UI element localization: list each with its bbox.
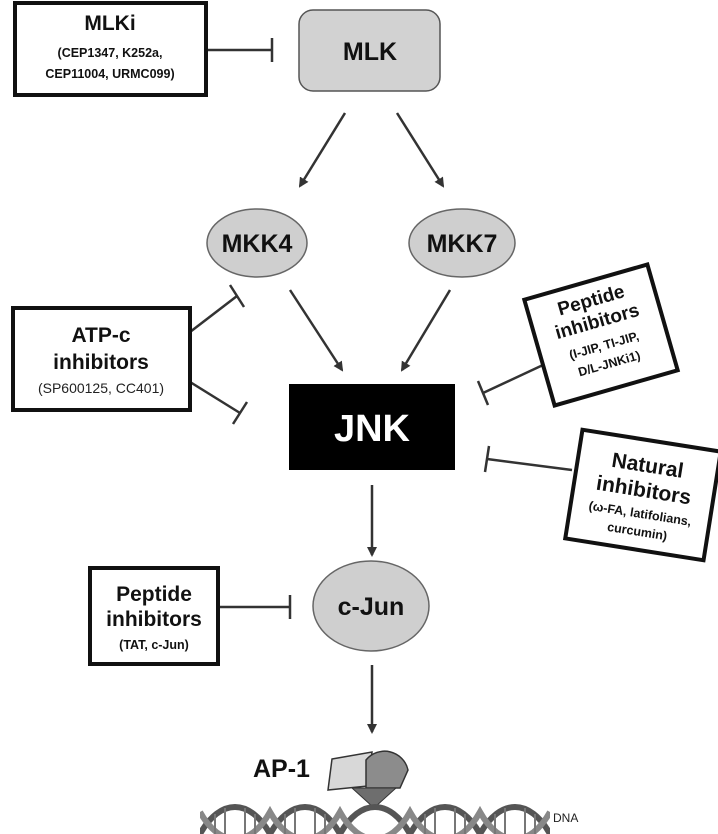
mlki-examples-line2: CEP11004, URMC099) xyxy=(45,67,174,81)
arrow-mkk7-to-jnk xyxy=(400,289,452,372)
inhibit-peptide-to-jnk xyxy=(476,363,544,406)
inhibit-peptide-to-cjun xyxy=(219,595,292,619)
mkk7-node: MKK7 xyxy=(408,208,516,278)
ap1-binding-site xyxy=(350,787,398,809)
mlki-examples-line1: (CEP1347, K252a, xyxy=(58,46,163,60)
atp-title-line2: inhibitors xyxy=(53,351,149,374)
mkk4-label: MKK4 xyxy=(222,230,293,258)
mlki-title: MLKi xyxy=(84,12,135,35)
cjun-label: c-Jun xyxy=(338,593,405,621)
peptide-cjun-title-line2: inhibitors xyxy=(106,608,202,631)
arrow-mlk-to-mkk4 xyxy=(298,112,347,188)
ap1-complex: AP-1 xyxy=(253,750,409,809)
mlki-box: MLKi (CEP1347, K252a, CEP11004, URMC099) xyxy=(13,1,208,97)
peptide-jnk-box: Peptide inhibitors (I-JIP, TI-JIP, D/L-J… xyxy=(521,262,681,408)
peptide-cjun-examples: (TAT, c-Jun) xyxy=(119,638,189,652)
ap1-label: AP-1 xyxy=(253,755,310,783)
atp-title-line1: ATP-c xyxy=(71,324,130,347)
cjun-node: c-Jun xyxy=(312,560,430,652)
peptide-cjun-box: Peptide inhibitors (TAT, c-Jun) xyxy=(88,566,220,666)
activation-arrows xyxy=(288,112,452,734)
mlk-node: MLK xyxy=(298,9,441,92)
inhibit-natural-to-jnk xyxy=(483,445,573,473)
jnk-label: JNK xyxy=(334,408,411,450)
inhibit-atp-to-jnk xyxy=(189,380,249,425)
peptide-cjun-title-line1: Peptide xyxy=(116,583,192,606)
natural-inhibitors-box: Natural inhibitors (ω-FA, latifolians, c… xyxy=(562,427,718,563)
arrow-mlk-to-mkk7 xyxy=(395,112,445,188)
inhibition-lines xyxy=(189,38,573,619)
dna-label: DNA xyxy=(553,811,578,825)
arrow-mkk4-to-jnk xyxy=(288,289,344,372)
atp-inhibitors-box: ATP-c inhibitors (SP600125, CC401) xyxy=(11,306,192,412)
inhibit-mlki-to-mlk xyxy=(207,38,274,62)
dna-helix xyxy=(200,804,550,834)
atp-examples: (SP600125, CC401) xyxy=(38,380,164,396)
mkk7-label: MKK7 xyxy=(427,230,498,258)
mkk4-node: MKK4 xyxy=(206,208,308,278)
mlk-label: MLK xyxy=(343,38,397,66)
inhibit-atp-to-mkk4 xyxy=(189,284,246,333)
ap1-subunit-right xyxy=(365,750,409,789)
jnk-node: JNK xyxy=(289,384,455,470)
